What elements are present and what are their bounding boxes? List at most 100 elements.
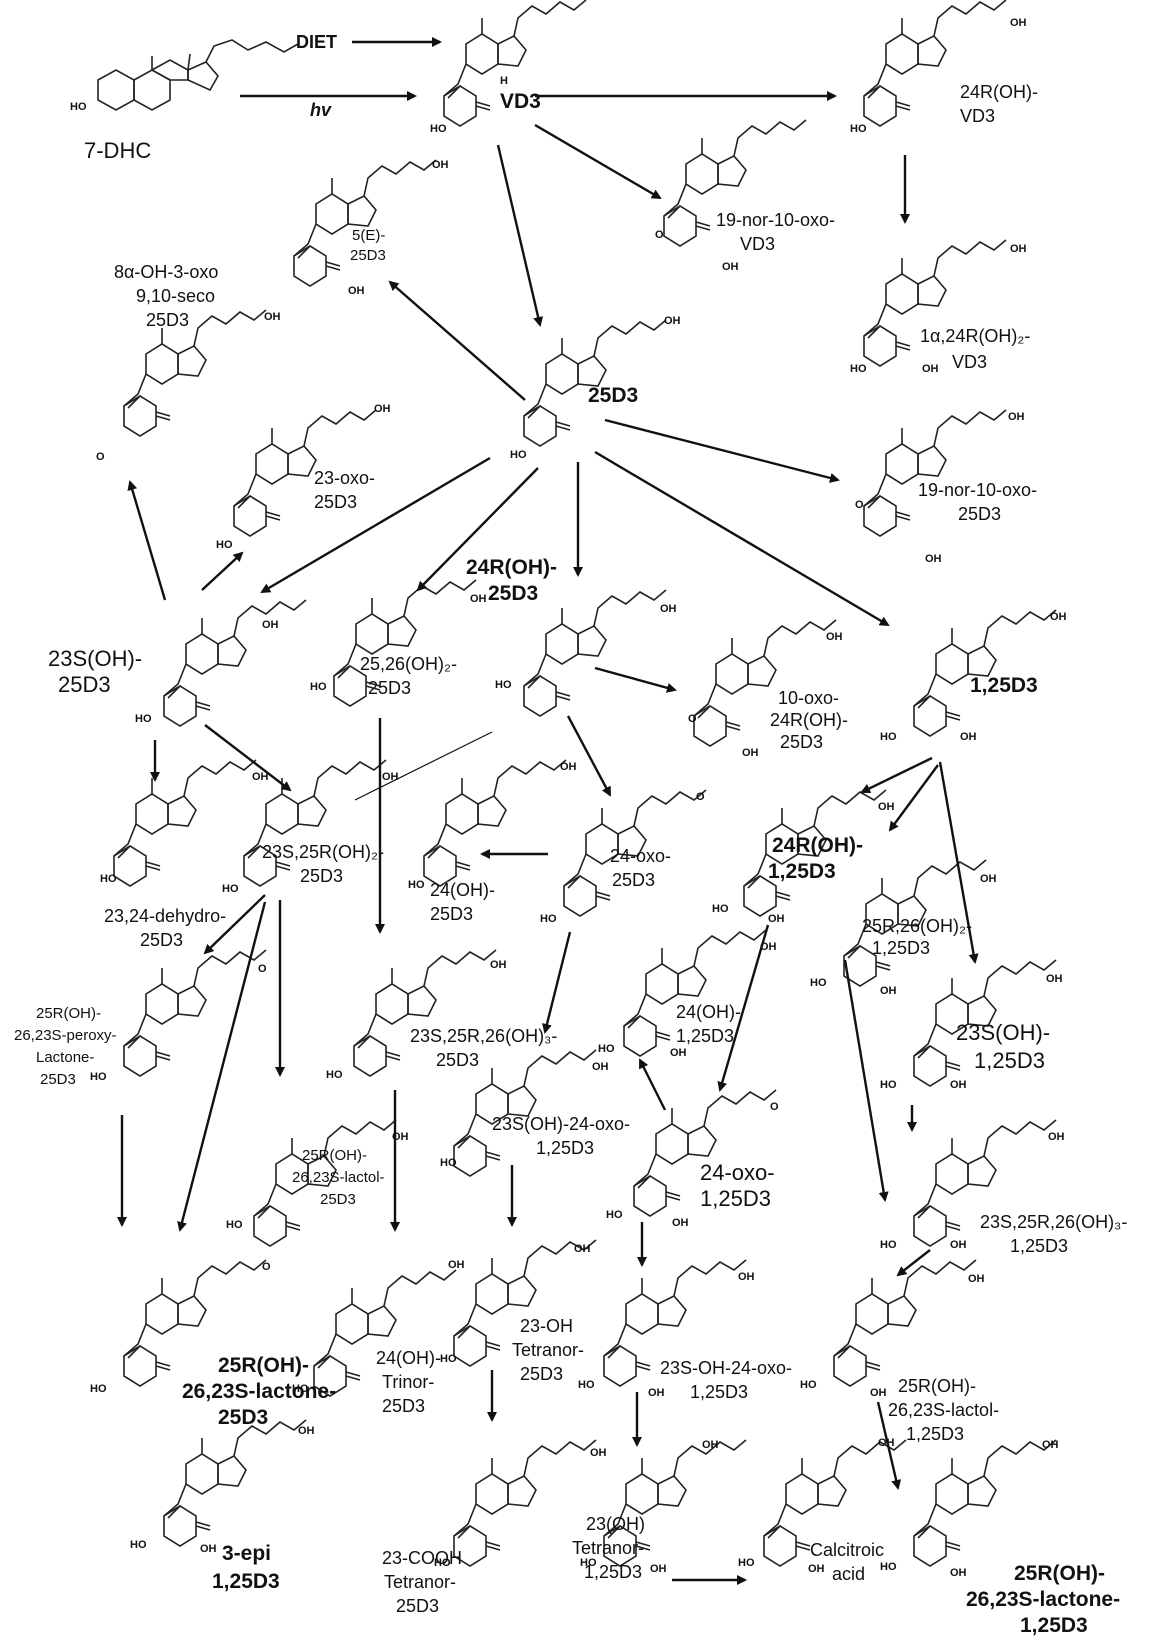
label-lactol-125d3-2: 26,23S-lactol- — [888, 1400, 999, 1420]
label-23s25r-2: 25D3 — [300, 866, 343, 886]
label-23-oxo-2: 25D3 — [314, 492, 357, 512]
label-23s-24oxo-125d3-1: 23S(OH)-24-oxo- — [492, 1114, 630, 1134]
label-23s-125d3-1: 23S(OH)- — [956, 1020, 1050, 1045]
label-dehydro-2: 25D3 — [140, 930, 183, 950]
label-hv: hv — [310, 100, 332, 120]
svg-text:HO: HO — [310, 681, 327, 693]
label-lactol-25d3-1: 25R(OH)- — [302, 1147, 367, 1164]
svg-text:OH: OH — [574, 1243, 591, 1255]
svg-text:HO: HO — [850, 363, 867, 375]
svg-text:OH: OH — [650, 1563, 667, 1575]
svg-text:HO: HO — [90, 1071, 107, 1083]
svg-text:OH: OH — [560, 761, 577, 773]
label-25-26-1: 25,26(OH)₂- — [360, 654, 457, 674]
svg-text:HO: HO — [226, 1219, 243, 1231]
svg-text:OH: OH — [592, 1061, 609, 1073]
svg-text:OH: OH — [1008, 411, 1025, 423]
svg-text:HO: HO — [850, 123, 867, 135]
svg-text:OH: OH — [200, 1543, 217, 1555]
label-23oh-tetranor-125d3-3: 1,25D3 — [584, 1562, 642, 1582]
svg-text:OH: OH — [768, 913, 785, 925]
svg-text:HO: HO — [90, 1383, 107, 1395]
label-1a24r-2: VD3 — [952, 352, 987, 372]
label-lactone-25d3-2: 26,23S-lactone- — [182, 1380, 336, 1403]
svg-text:OH: OH — [1010, 243, 1027, 255]
structure-vd3: HOH — [430, 0, 587, 135]
label-lactone-25d3-1: 25R(OH)- — [218, 1354, 309, 1377]
label-24oh-125d3-1: 24(OH)- — [676, 1002, 741, 1022]
svg-text:OH: OH — [672, 1217, 689, 1229]
label-nor-vd3-2: VD3 — [740, 234, 775, 254]
svg-text:OH: OH — [262, 619, 279, 631]
label-10-oxo-2: 24R(OH)- — [770, 710, 848, 730]
structure-lactone-25d3: HOO — [90, 1259, 271, 1395]
label-23s-25d3-2: 25D3 — [58, 672, 111, 697]
svg-text:O: O — [855, 499, 864, 511]
label-lactone-125d3-2: 26,23S-lactone- — [966, 1588, 1120, 1611]
label-lactol-25d3-2: 26,23S-lactol- — [292, 1169, 385, 1186]
svg-text:OH: OH — [432, 159, 449, 171]
label-1a24r-1: 1α,24R(OH)₂- — [920, 326, 1030, 346]
label-lactol-125d3-1: 25R(OH)- — [898, 1376, 976, 1396]
label-7dhc: 7-DHC — [84, 138, 151, 163]
svg-text:OH: OH — [870, 1387, 887, 1399]
svg-text:HO: HO — [135, 713, 152, 725]
svg-text:OH: OH — [348, 285, 365, 297]
svg-text:O: O — [258, 963, 267, 975]
label-24-oxo-25d3-2: 25D3 — [612, 870, 655, 890]
svg-text:OH: OH — [264, 311, 281, 323]
label-24oxo-125d3-2: 1,25D3 — [700, 1186, 771, 1211]
svg-text:OH: OH — [880, 985, 897, 997]
svg-text:HO: HO — [880, 731, 897, 743]
label-8a-1: 8α-OH-3-oxo — [114, 262, 218, 282]
label-diet: DIET — [296, 32, 337, 52]
svg-text:HO: HO — [440, 1353, 457, 1365]
svg-text:OH: OH — [1046, 973, 1063, 985]
structure-24-oxo-25d3: HOO — [540, 789, 707, 925]
label-peroxy-2: 26,23S-peroxy- — [14, 1027, 117, 1044]
label-23s25r-1: 23S,25R(OH)₂- — [262, 842, 384, 862]
svg-text:OH: OH — [950, 1079, 967, 1091]
svg-text:HO: HO — [598, 1043, 615, 1055]
svg-text:OH: OH — [980, 873, 997, 885]
label-23oh-tetranor-3: 25D3 — [520, 1364, 563, 1384]
svg-text:OH: OH — [298, 1425, 315, 1437]
label-24r-vd3-1: 24R(OH)- — [960, 82, 1038, 102]
svg-text:HO: HO — [292, 1383, 309, 1395]
label-tri-25d3-1: 23S,25R,26(OH)₃- — [410, 1026, 557, 1046]
structure-23s-25d3: HO OH — [135, 599, 307, 727]
svg-text:OH: OH — [664, 315, 681, 327]
svg-text:OH: OH — [738, 1271, 755, 1283]
svg-text:HO: HO — [216, 539, 233, 551]
label-24oh-25d3-1: 24(OH)- — [430, 880, 495, 900]
svg-text:OH: OH — [490, 959, 507, 971]
svg-text:HO: HO — [430, 123, 447, 135]
svg-text:HO: HO — [434, 1557, 451, 1569]
svg-text:OH: OH — [742, 747, 759, 759]
svg-text:HO: HO — [880, 1239, 897, 1251]
label-nor-vd3-1: 19-nor-10-oxo- — [716, 210, 835, 230]
label-8a-2: 9,10-seco — [136, 286, 215, 306]
label-tri-125d3-2: 1,25D3 — [1010, 1236, 1068, 1256]
svg-text:OH: OH — [702, 1439, 719, 1451]
svg-text:OH: OH — [878, 1437, 895, 1449]
label-23-oxo-1: 23-oxo- — [314, 468, 375, 488]
svg-text:HO: HO — [880, 1561, 897, 1573]
svg-text:HO: HO — [578, 1379, 595, 1391]
svg-text:OH: OH — [760, 941, 777, 953]
label-23-cooh-3: 25D3 — [396, 1596, 439, 1616]
svg-text:O: O — [696, 791, 705, 803]
label-10-oxo-1: 10-oxo- — [778, 688, 839, 708]
